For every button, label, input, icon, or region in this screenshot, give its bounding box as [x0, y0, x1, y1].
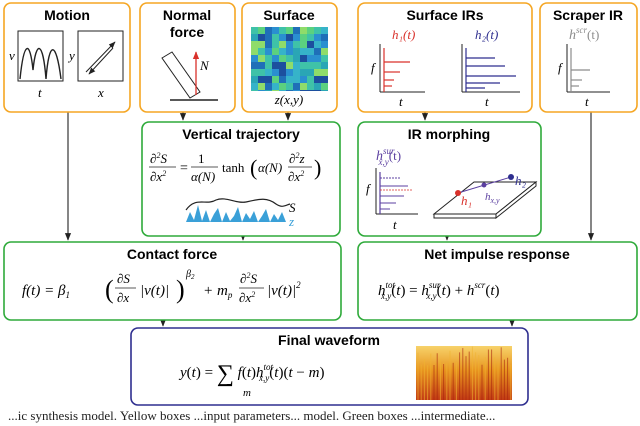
ir-1-frequency-label: f — [371, 60, 377, 75]
svg-text:α(N): α(N) — [191, 169, 215, 184]
surface-irs-box: Surface IRs f t h₁(t) h₂(t) t — [357, 2, 533, 113]
svg-text:=: = — [180, 161, 188, 176]
svg-text:∂x: ∂x — [117, 290, 129, 305]
plane-h2-label: h₂ — [515, 173, 527, 188]
trajectory-profile: S z — [185, 198, 296, 229]
morphed-ir-plot: f t — [366, 168, 418, 232]
surface-texture-image — [251, 27, 328, 91]
svg-text:∂x2: ∂x2 — [288, 169, 304, 184]
ir-2-time-label: t — [485, 94, 489, 109]
surface-box: Surface z(x,y) — [241, 2, 338, 113]
velocity-axis-label: v — [9, 48, 15, 63]
contact-force-box: Contact force f(t) = β1 ( ∂S ∂x |v(t)| )… — [3, 241, 342, 321]
ir-1-time-label: t — [399, 94, 403, 109]
velocity-plot: v t — [9, 30, 64, 100]
position-plot: y x — [67, 30, 124, 100]
motion-title: Motion — [44, 7, 90, 23]
svg-text:∂2S: ∂2S — [240, 271, 257, 286]
svg-text:α(N): α(N) — [258, 160, 282, 175]
normal-force-label: N — [199, 58, 210, 73]
svg-text:|v(t)|: |v(t)| — [140, 283, 169, 299]
scraper-ir-frequency-label: f — [558, 60, 564, 75]
svg-text:∂2S: ∂2S — [150, 151, 167, 166]
svg-text:(: ( — [250, 155, 257, 180]
svg-text:): ) — [176, 275, 185, 304]
svg-text:f(t) = β1: f(t) = β1 — [22, 283, 70, 300]
svg-text:): ) — [314, 155, 321, 180]
contact-force-title: Contact force — [127, 246, 217, 262]
scraper-ir-box: Scraper IR hscr(t) f t — [539, 2, 638, 113]
svg-text:∂S: ∂S — [117, 271, 130, 286]
scraper-ir-title: Scraper IR — [553, 7, 623, 23]
surface-height-label: z(x,y) — [274, 92, 304, 107]
surface-title: Surface — [263, 7, 315, 23]
svg-text:∂2z: ∂2z — [289, 151, 305, 166]
time-axis-label: t — [38, 85, 42, 100]
connector-arrows — [64, 112, 595, 327]
normal-force-title-line2: force — [170, 24, 204, 40]
svg-text:(: ( — [105, 275, 114, 304]
surface-irs-title: Surface IRs — [406, 7, 483, 23]
svg-text:1: 1 — [198, 151, 205, 166]
ir-1-label: h₁(t) — [392, 27, 415, 42]
trajectory-S-label: S — [289, 200, 296, 215]
vertical-trajectory-box: Vertical trajectory ∂2S ∂x2 = 1 α(N) tan… — [141, 121, 341, 237]
svg-text:tanh: tanh — [222, 160, 245, 175]
morph-frequency-label: f — [366, 181, 372, 196]
final-waveform-title: Final waveform — [278, 332, 380, 348]
trajectory-z-label: z — [288, 214, 294, 229]
svg-text:|v(t)|2: |v(t)|2 — [267, 280, 301, 299]
morph-time-label: t — [393, 217, 397, 232]
h1-point — [455, 190, 461, 196]
morph-plane: h₁ h₂ hx,y — [432, 173, 538, 220]
ir-2-label: h₂(t) — [475, 27, 498, 42]
scraper-ir-label: hscr(t) — [569, 25, 599, 43]
normal-force-title-line1: Normal — [163, 7, 211, 23]
svg-text:+: + — [204, 283, 212, 299]
x-axis-label: x — [97, 85, 104, 100]
scraper-ir-time-label: t — [585, 94, 589, 109]
net-impulse-response-title: Net impulse response — [424, 246, 570, 262]
vertical-trajectory-title: Vertical trajectory — [182, 126, 300, 142]
trajectory-equation: ∂2S ∂x2 = 1 α(N) tanh ( α(N) ∂2z ∂x2 ) — [149, 151, 321, 184]
plane-hxy-label: hx,y — [485, 191, 500, 205]
y-axis-label: y — [67, 48, 75, 63]
svg-text:β2: β2 — [185, 269, 195, 281]
svg-text:m: m — [243, 387, 251, 399]
ir-plot-1: f t h₁(t) — [371, 27, 425, 109]
svg-text:∂x2: ∂x2 — [239, 290, 255, 305]
normal-force-box: Normal force N — [139, 2, 236, 113]
scraper-illustration: N — [161, 51, 218, 101]
figure-caption: ...ic synthesis model. Yellow boxes ...i… — [8, 408, 496, 423]
ir-morphing-title: IR morphing — [408, 126, 490, 142]
ir-plot-2: h₂(t) t — [461, 27, 520, 109]
spectrogram-image — [416, 346, 512, 400]
motion-box: Motion v t y x — [3, 2, 131, 113]
plane-h1-label: h₁ — [461, 193, 472, 208]
h2-point — [508, 174, 514, 180]
svg-text:∂x2: ∂x2 — [150, 169, 166, 184]
hxy-point — [481, 182, 487, 188]
